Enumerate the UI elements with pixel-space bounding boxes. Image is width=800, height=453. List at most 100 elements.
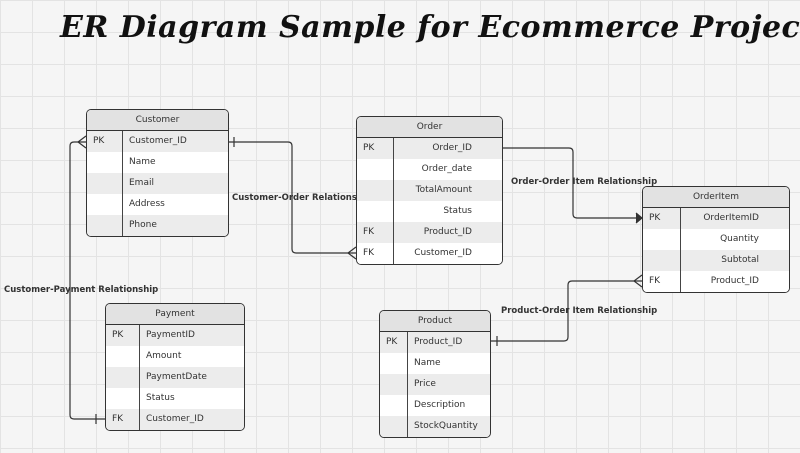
key-cell xyxy=(380,374,408,395)
entity-row: Order_date xyxy=(357,159,502,180)
customer-order-many-marker xyxy=(347,246,357,260)
entity-row: FK Customer_ID xyxy=(357,243,502,264)
key-cell xyxy=(106,367,140,388)
entity-customer[interactable]: Customer PK Customer_ID Name Email Addres… xyxy=(86,109,229,237)
attribute-cell: Name xyxy=(414,358,441,368)
entity-row: PaymentDate xyxy=(106,367,244,388)
entity-order-header: Order xyxy=(357,117,502,138)
entity-row: Status xyxy=(106,388,244,409)
key-cell xyxy=(380,353,408,374)
attribute-cell: Order_date xyxy=(421,164,472,174)
key-cell xyxy=(106,346,140,367)
entity-row: PK PaymentID xyxy=(106,325,244,346)
entity-row: PK Product_ID xyxy=(380,332,490,353)
entity-row: Amount xyxy=(106,346,244,367)
entity-row: FK Customer_ID xyxy=(106,409,244,430)
entity-row: PK Customer_ID xyxy=(87,131,228,152)
entity-row: Quantity xyxy=(643,229,789,250)
attribute-cell: Price xyxy=(414,379,436,389)
key-cell: PK xyxy=(643,208,681,229)
attribute-cell: Amount xyxy=(146,351,182,361)
entity-row: FK Product_ID xyxy=(643,271,789,292)
key-cell xyxy=(357,159,394,180)
entity-row: StockQuantity xyxy=(380,416,490,437)
customer-payment-many-marker xyxy=(77,135,87,149)
entity-row: Status xyxy=(357,201,502,222)
key-cell: PK xyxy=(380,332,408,353)
attribute-cell: Product_ID xyxy=(423,227,472,237)
attribute-cell: Product_ID xyxy=(414,337,463,347)
key-cell xyxy=(87,215,123,236)
entity-row: Price xyxy=(380,374,490,395)
order-orderitem-connector xyxy=(503,147,642,219)
attribute-cell: StockQuantity xyxy=(414,421,478,431)
entity-row: Subtotal xyxy=(643,250,789,271)
key-cell: PK xyxy=(357,138,394,159)
key-cell xyxy=(87,152,123,173)
attribute-cell: Phone xyxy=(129,220,157,230)
entity-row: Name xyxy=(380,353,490,374)
key-cell xyxy=(87,173,123,194)
attribute-cell: TotalAmount xyxy=(415,185,472,195)
entity-orderitem-header: OrderItem xyxy=(643,187,789,208)
entity-product-header: Product xyxy=(380,311,490,332)
attribute-cell: Product_ID xyxy=(710,276,759,286)
entity-orderitem-rows: PK OrderItemID Quantity Subtotal FK Produc… xyxy=(643,208,789,292)
attribute-cell: Name xyxy=(129,157,156,167)
attribute-cell: Customer_ID xyxy=(146,414,204,424)
key-cell: FK xyxy=(643,271,681,292)
attribute-cell: Subtotal xyxy=(721,255,759,265)
order-orderitem-relationship-label: Order-Order Item Relationship xyxy=(511,177,658,187)
entity-row: TotalAmount xyxy=(357,180,502,201)
customer-payment-connector xyxy=(69,141,105,420)
attribute-cell: Description xyxy=(414,400,466,410)
key-cell: FK xyxy=(357,222,394,243)
entity-order-rows: PK Order_ID Order_date TotalAmount Status… xyxy=(357,138,502,264)
attribute-cell: OrderItemID xyxy=(703,213,759,223)
diagram-title: ER Diagram Sample for Ecommerce Project xyxy=(60,10,800,45)
attribute-cell: PaymentID xyxy=(146,330,195,340)
key-cell xyxy=(643,229,681,250)
key-cell: FK xyxy=(106,409,140,430)
attribute-cell: Customer_ID xyxy=(414,248,472,258)
entity-row: Name xyxy=(87,152,228,173)
entity-customer-rows: PK Customer_ID Name Email Address Phone xyxy=(87,131,228,236)
customer-order-connector xyxy=(229,141,356,254)
key-cell xyxy=(87,194,123,215)
attribute-cell: Address xyxy=(129,199,165,209)
entity-order[interactable]: Order PK Order_ID Order_date TotalAmount … xyxy=(356,116,503,265)
entity-row: Description xyxy=(380,395,490,416)
customer-payment-relationship-label: Customer-Payment Relationship xyxy=(4,285,159,295)
product-orderitem-relationship-label: Product-Order Item Relationship xyxy=(501,306,658,316)
attribute-cell: Status xyxy=(443,206,472,216)
entity-row: PK OrderItemID xyxy=(643,208,789,229)
attribute-cell: PaymentDate xyxy=(146,372,207,382)
attribute-cell: Status xyxy=(146,393,175,403)
attribute-cell: Quantity xyxy=(720,234,759,244)
entity-payment-header: Payment xyxy=(106,304,244,325)
key-cell: PK xyxy=(106,325,140,346)
customer-order-relationship-label: Customer-Order Relationship xyxy=(232,193,372,203)
entity-product-rows: PK Product_ID Name Price Description Stoc… xyxy=(380,332,490,437)
entity-orderitem[interactable]: OrderItem PK OrderItemID Quantity Subtota… xyxy=(642,186,790,293)
entity-customer-header: Customer xyxy=(87,110,228,131)
key-cell: FK xyxy=(357,243,394,264)
entity-payment[interactable]: Payment PK PaymentID Amount PaymentDate S… xyxy=(105,303,245,431)
entity-row: FK Product_ID xyxy=(357,222,502,243)
key-cell xyxy=(380,395,408,416)
attribute-cell: Customer_ID xyxy=(129,136,187,146)
entity-product[interactable]: Product PK Product_ID Name Price Descript… xyxy=(379,310,491,438)
product-orderitem-connector xyxy=(491,280,642,342)
product-orderitem-many-marker xyxy=(633,274,643,288)
entity-row: Phone xyxy=(87,215,228,236)
key-cell xyxy=(106,388,140,409)
key-cell xyxy=(380,416,408,437)
key-cell xyxy=(357,201,394,222)
key-cell xyxy=(357,180,394,201)
key-cell xyxy=(643,250,681,271)
key-cell: PK xyxy=(87,131,123,152)
entity-payment-rows: PK PaymentID Amount PaymentDate Status FK… xyxy=(106,325,244,430)
attribute-cell: Email xyxy=(129,178,154,188)
attribute-cell: Order_ID xyxy=(432,143,472,153)
